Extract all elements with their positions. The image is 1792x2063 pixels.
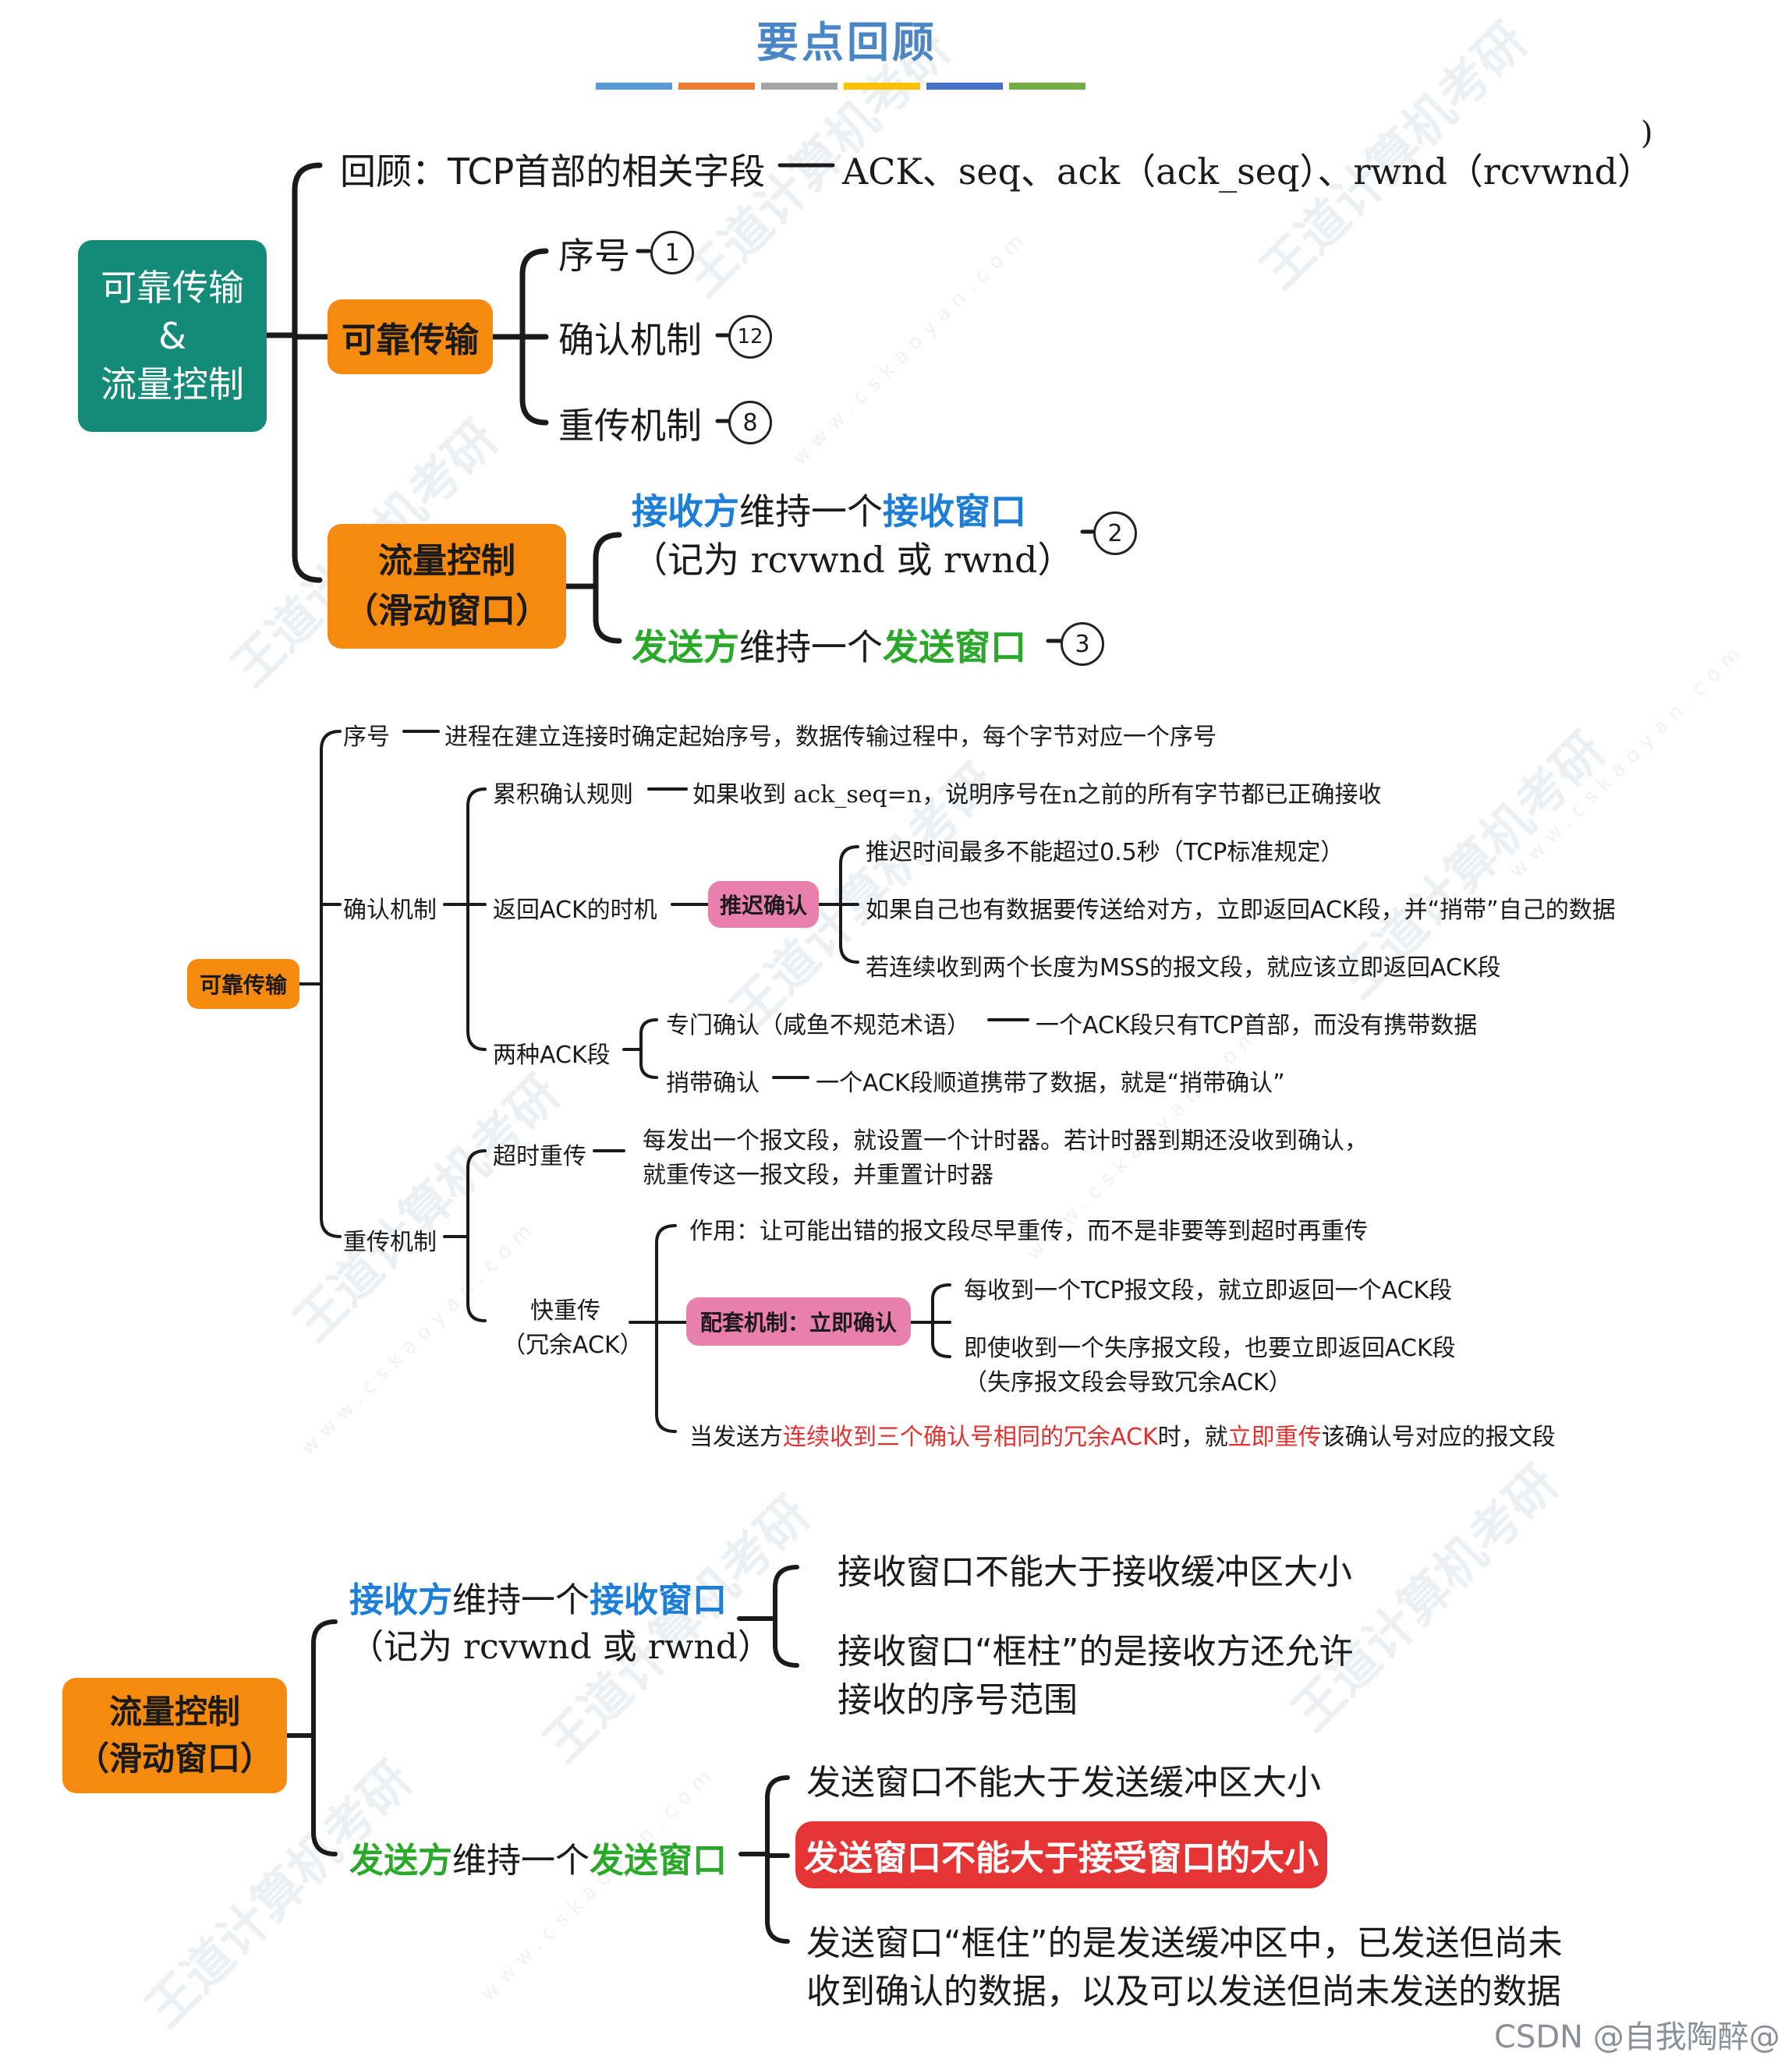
piggyback-ack-label: 捎带确认	[666, 1070, 760, 1097]
count-badge: 1	[650, 231, 694, 274]
maintain-word: 维持一个	[452, 1580, 590, 1620]
page-title: 要点回顾	[756, 18, 937, 67]
rule-part-c: 时，就	[1157, 1424, 1228, 1451]
s3-receiver-item-2b: 接收的序号范围	[838, 1680, 1078, 1720]
count-badge: 3	[1061, 622, 1104, 666]
timeout-desc-1: 每发出一个报文段，就设置一个计时器。若计时器到期还没收到确认，	[643, 1127, 1368, 1155]
rule-part-d: 立即重传	[1227, 1424, 1322, 1451]
flow-node-3-line1: 流量控制	[108, 1693, 240, 1731]
root-line1: 可靠传输	[101, 267, 244, 309]
receiver-word: 接收方	[632, 490, 739, 533]
send-window-word: 发送窗口	[590, 1841, 727, 1881]
mech-item-2-note: （失序报文段会导致冗余ACK）	[964, 1369, 1292, 1396]
root-node-reliable-flow: 可靠传输 & 流量控制	[78, 240, 267, 432]
rule-part-a: 当发送方	[689, 1424, 783, 1451]
reliable-item-retrans: 重传机制	[558, 405, 702, 447]
mech-item-1: 每收到一个TCP报文段，就立即返回一个ACK段	[964, 1277, 1453, 1304]
dedicated-ack-desc: 一个ACK段只有TCP首部，而没有携带数据	[1036, 1012, 1478, 1039]
count-badge: 2	[1093, 511, 1137, 555]
count-badge: 12	[728, 315, 772, 359]
review-fields: ACK、seq、ack（ack_seq）、rwnd（rcvwnd）	[842, 150, 1654, 193]
title-color-segment	[844, 83, 920, 90]
timeout-label: 超时重传	[493, 1143, 586, 1170]
piggyback-ack-desc: 一个ACK段顺道携带了数据，就是“捎带确认”	[816, 1070, 1285, 1097]
delayed-ack-tag: 推迟确认	[708, 881, 819, 928]
rule-part-b: 连续收到三个确认号相同的冗余ACK	[783, 1424, 1158, 1451]
s3-sender-item-1: 发送窗口不能大于发送缓冲区大小	[806, 1763, 1321, 1803]
sender-word: 发送方	[349, 1841, 452, 1881]
cumulative-label: 累积确认规则	[493, 781, 633, 809]
footer-credit: CSDN @自我陶醉@	[1494, 2019, 1780, 2055]
reliable-node: 可靠传输	[328, 299, 493, 374]
reliable-item-seq: 序号	[558, 235, 630, 277]
ack-label: 确认机制	[343, 897, 437, 924]
receiver-word: 接收方	[349, 1580, 452, 1620]
review-stray-paren: )	[1641, 115, 1653, 151]
timing-item-2: 如果自己也有数据要传送给对方，立即返回ACK段，并“捎带”自己的数据	[866, 897, 1616, 924]
flow-node-line1: 流量控制	[378, 541, 515, 581]
flow-node-3: 流量控制 （滑动窗口）	[62, 1678, 287, 1793]
timing-item-1: 推迟时间最多不能超过0.5秒（TCP标准规定）	[866, 839, 1344, 866]
seq-label: 序号	[343, 724, 390, 751]
rule-part-e: 该确认号对应的报文段	[1321, 1424, 1556, 1451]
s3-receiver-note: （记为 rcvwnd 或 rwnd）	[349, 1627, 772, 1667]
title-color-segment	[678, 83, 755, 90]
maintain-word: 维持一个	[452, 1841, 590, 1881]
root-line2: &	[158, 315, 186, 357]
immediate-ack-tag: 配套机制：立即确认	[686, 1297, 911, 1346]
s3-sender-item-3b: 收到确认的数据，以及可以发送但尚未发送的数据	[806, 1972, 1561, 2012]
review-label: 回顾：TCP首部的相关字段	[340, 150, 766, 193]
fast-purpose: 作用：让可能出错的报文段尽早重传，而不是非要等到超时再重传	[689, 1218, 1368, 1245]
count-badge: 8	[728, 401, 772, 444]
s3-sender-item-2-highlight: 发送窗口不能大于接受窗口的大小	[795, 1821, 1327, 1888]
receive-window-word: 接收窗口	[883, 490, 1026, 533]
timing-label: 返回ACK的时机	[493, 897, 657, 924]
timing-item-3: 若连续收到两个长度为MSS的报文段，就应该立即返回ACK段	[866, 954, 1501, 982]
title-color-segment	[596, 83, 672, 90]
mech-item-2: 即使收到一个失序报文段，也要立即返回ACK段	[964, 1335, 1456, 1362]
root-line3: 流量控制	[101, 363, 244, 405]
flow-receiver-note: （记为 rcvwnd 或 rwnd）	[632, 539, 1074, 581]
flow-node-3-line2: （滑动窗口）	[76, 1739, 273, 1778]
seq-desc: 进程在建立连接时确定起始序号，数据传输过程中，每个字节对应一个序号	[444, 724, 1217, 751]
s3-receiver: 接收方维持一个接收窗口	[349, 1572, 727, 1622]
dedicated-ack-label: 专门确认（咸鱼不规范术语）	[666, 1012, 970, 1039]
flow-receiver: 接收方维持一个接收窗口	[632, 483, 1026, 535]
s3-receiver-item-2a: 接收窗口“框柱”的是接收方还允许	[838, 1632, 1354, 1672]
s3-sender: 发送方维持一个发送窗口	[349, 1832, 727, 1882]
fast-rule: 当发送方连续收到三个确认号相同的冗余ACK时，就立即重传该确认号对应的报文段	[689, 1417, 1556, 1452]
flow-node: 流量控制 （滑动窗口）	[328, 524, 566, 649]
sender-word: 发送方	[632, 626, 739, 668]
fast-retrans-sub: （冗余ACK）	[502, 1332, 643, 1359]
fast-retrans-label: 快重传	[530, 1297, 600, 1325]
title-color-segment	[1009, 83, 1085, 90]
receive-window-word: 接收窗口	[590, 1580, 727, 1620]
maintain-word: 维持一个	[739, 626, 883, 668]
flow-node-line2: （滑动窗口）	[344, 591, 550, 631]
title-color-segment	[926, 83, 1003, 90]
s3-sender-item-3a: 发送窗口“框住”的是发送缓冲区中，已发送但尚未	[806, 1923, 1563, 1963]
reliable-node-2: 可靠传输	[187, 959, 299, 1009]
ack-types-label: 两种ACK段	[493, 1042, 611, 1069]
send-window-word: 发送窗口	[883, 626, 1026, 668]
retrans-label: 重传机制	[343, 1229, 437, 1256]
title-color-segment	[761, 83, 838, 90]
s3-receiver-item-1: 接收窗口不能大于接收缓冲区大小	[838, 1552, 1352, 1592]
reliable-item-ack: 确认机制	[558, 319, 702, 361]
maintain-word: 维持一个	[739, 490, 883, 533]
timeout-desc-2: 就重传这一报文段，并重置计时器	[643, 1162, 993, 1189]
cumulative-desc: 如果收到 ack_seq=n，说明序号在n之前的所有字节都已正确接收	[692, 781, 1382, 809]
flow-sender: 发送方维持一个发送窗口	[632, 619, 1026, 671]
